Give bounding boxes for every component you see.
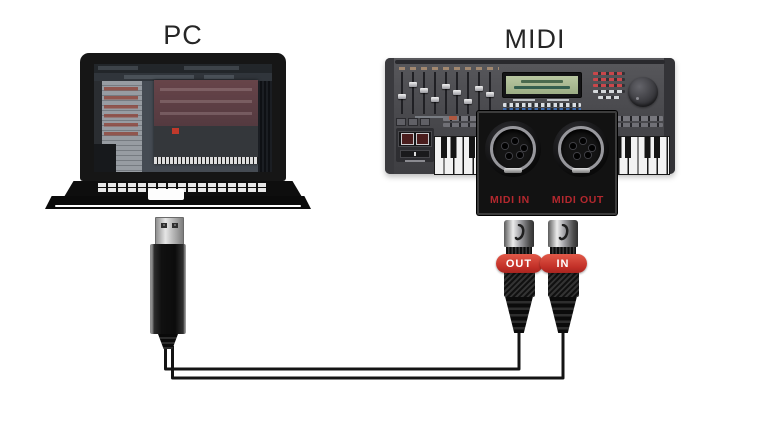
plug-clip-icon [558, 223, 569, 240]
dial-marker [636, 97, 639, 100]
usb-contact [161, 223, 167, 228]
in-plug-band: IN [539, 254, 587, 273]
midi-out-port-icon [553, 121, 609, 177]
tone-buttons-row [503, 108, 581, 111]
parameter-sliders [397, 72, 499, 114]
pitch-display [398, 131, 432, 147]
daw-titlebar [94, 64, 272, 73]
daw-plugin-keyboard-strip [154, 157, 258, 164]
tone-switch-label [513, 99, 535, 101]
slider-knob [420, 88, 428, 93]
din-metal-ring [490, 126, 536, 172]
laptop-screen [94, 64, 272, 172]
daw-left-strip [94, 81, 102, 172]
mini-buttons [396, 118, 430, 126]
slider-knob [431, 97, 439, 102]
plug-barrel [503, 271, 535, 297]
lcd-display [502, 72, 582, 98]
slider-knob [409, 82, 417, 87]
midi-device-label: MIDI [504, 24, 566, 54]
din-metal-ring [558, 126, 604, 172]
tone-buttons-row [503, 103, 581, 107]
lcd-screen [506, 76, 578, 94]
pitch-panel-label [405, 160, 425, 162]
plug-metal-cap [504, 220, 534, 247]
slider-labels [399, 67, 499, 70]
daw-toolbar [94, 73, 272, 81]
lcd-text-line [521, 80, 563, 83]
midi-keyboard-left-cap [385, 58, 394, 174]
tone-select-label [547, 99, 569, 101]
out-plug-band: OUT [495, 254, 543, 273]
din-pin [573, 152, 581, 160]
plug-strain-relief [505, 297, 533, 333]
function-button-row [593, 72, 625, 76]
port-labels-row: MIDI IN MIDI OUT [479, 194, 615, 206]
usb-plug-icon [155, 217, 184, 246]
midi-in-port-icon [485, 121, 541, 177]
plug-metal-cap [548, 220, 578, 247]
din-pin [501, 142, 509, 150]
pitch-bend-panel [396, 128, 434, 162]
slider-knob [475, 86, 483, 91]
function-button-row [593, 84, 625, 88]
midi-in-label: MIDI IN [490, 194, 530, 206]
daw-plugin-red-button [172, 128, 179, 134]
plug-knurl-neck [506, 247, 532, 255]
din-notch [572, 168, 590, 173]
daw-browser-panel [102, 81, 142, 172]
din-pin [579, 137, 587, 145]
laptop-base-edge [55, 204, 301, 207]
slider-knob [442, 84, 450, 89]
midi-ports-inset: MIDI IN MIDI OUT [477, 111, 617, 215]
din-pin [511, 137, 519, 145]
slider-knob [398, 94, 406, 99]
function-button-row [598, 96, 620, 100]
midi-out-label: MIDI OUT [551, 194, 604, 206]
function-button-row [593, 90, 625, 94]
din-notch [504, 168, 522, 173]
usb-interface-body [150, 244, 186, 334]
midi-plug-out: OUT [495, 220, 543, 333]
function-button-row [593, 78, 625, 82]
plug-barrel [547, 271, 579, 297]
plug-knurl-neck [550, 247, 576, 255]
din-pin [520, 144, 528, 152]
daw-bottom-left-shade [94, 144, 116, 172]
din-pin [505, 152, 513, 160]
plug-clip-icon [514, 223, 525, 240]
laptop-keys [98, 183, 268, 192]
daw-plugin-window [154, 80, 258, 164]
din-pin [569, 142, 577, 150]
slider-knob [486, 92, 494, 97]
midi-keyboard-top-strip [395, 60, 665, 64]
button-accent [449, 116, 457, 120]
midi-keyboard-right-cap [664, 58, 675, 174]
jog-dial [628, 77, 658, 107]
daw-plugin-top-section [154, 80, 258, 126]
din-pin [516, 151, 524, 159]
plug-strain-relief [549, 297, 577, 333]
slider-knob [464, 99, 472, 104]
daw-right-column [258, 81, 272, 172]
pitch-slider [400, 150, 430, 158]
midi-plug-in: IN [539, 220, 587, 333]
usb-strain-relief [158, 334, 178, 349]
din-pin [588, 144, 596, 152]
usb-contact [172, 223, 178, 228]
slider-knob [453, 90, 461, 95]
lcd-text-line [513, 86, 571, 89]
laptop-trackpad [148, 189, 184, 200]
laptop-base [45, 196, 311, 209]
pc-label: PC [163, 20, 203, 50]
din-pin [584, 151, 592, 159]
din-sockets-row [479, 121, 615, 177]
